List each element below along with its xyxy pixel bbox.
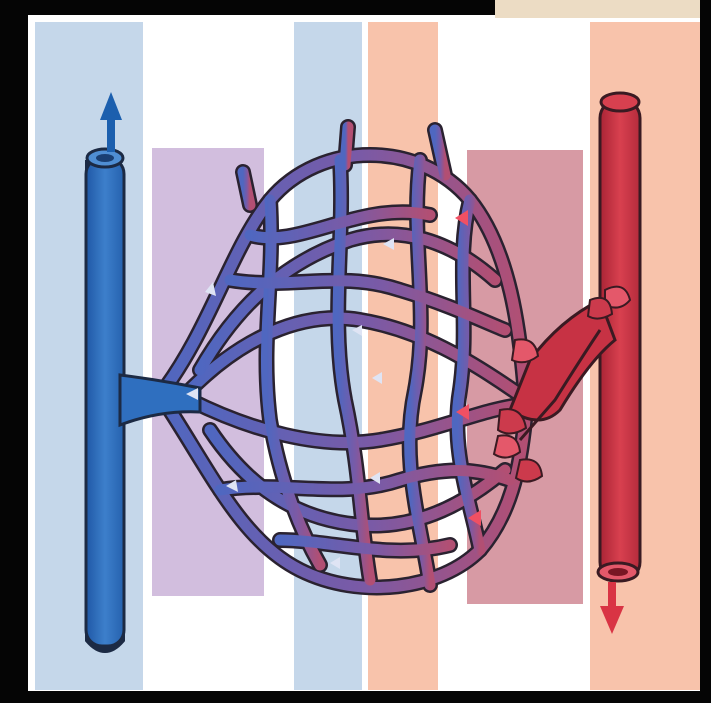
band-tan-top xyxy=(495,0,700,18)
